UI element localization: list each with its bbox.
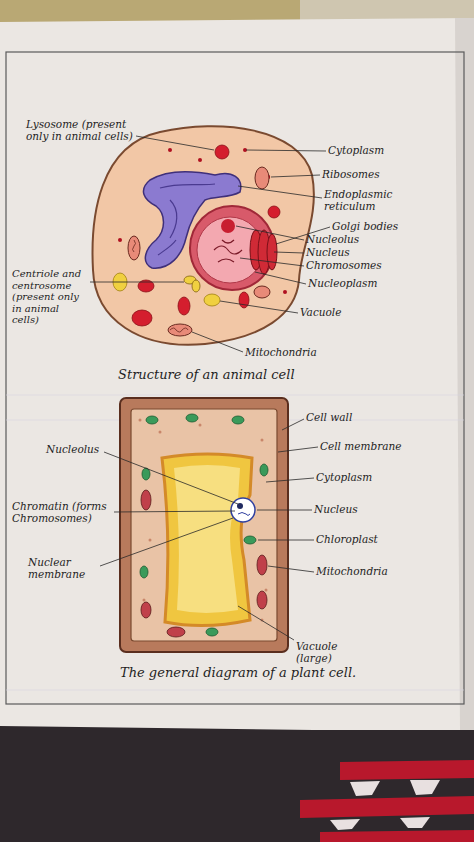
part-label: Nucleolus — [46, 443, 126, 455]
part-label: Nucleus — [314, 503, 414, 515]
part-label: Vacuole (large) — [296, 640, 366, 664]
diagram-caption: The general diagram of a plant cell. — [120, 666, 420, 681]
part-label: Nucleus — [306, 246, 406, 258]
part-label: Cytoplasm — [328, 144, 428, 156]
diagram-caption: Structure of an animal cell — [118, 368, 378, 383]
part-label: Cytoplasm — [316, 471, 416, 483]
part-label: Mitochondria — [316, 565, 416, 577]
part-label: Cell membrane — [320, 440, 440, 452]
part-label: Vacuole — [300, 306, 400, 318]
part-label: Mitochondria — [245, 346, 355, 358]
part-label: Nuclear membrane — [28, 556, 100, 580]
part-label: Golgi bodies — [332, 220, 432, 232]
part-label: Chromosomes — [306, 259, 406, 271]
part-label: Nucleoplasm — [308, 277, 408, 289]
part-label: Ribosomes — [322, 168, 422, 180]
part-label: Lysosome (present only in animal cells) — [26, 118, 134, 142]
part-label: Nucleolus — [306, 233, 406, 245]
part-label: Cell wall — [306, 411, 406, 423]
part-label: Chloroplast — [316, 533, 416, 545]
part-label: Centriole and centrosome (present only i… — [12, 268, 88, 326]
part-label: Chromatin (forms Chromosomes) — [12, 500, 112, 524]
part-label: Endoplasmic reticulum — [324, 188, 414, 212]
